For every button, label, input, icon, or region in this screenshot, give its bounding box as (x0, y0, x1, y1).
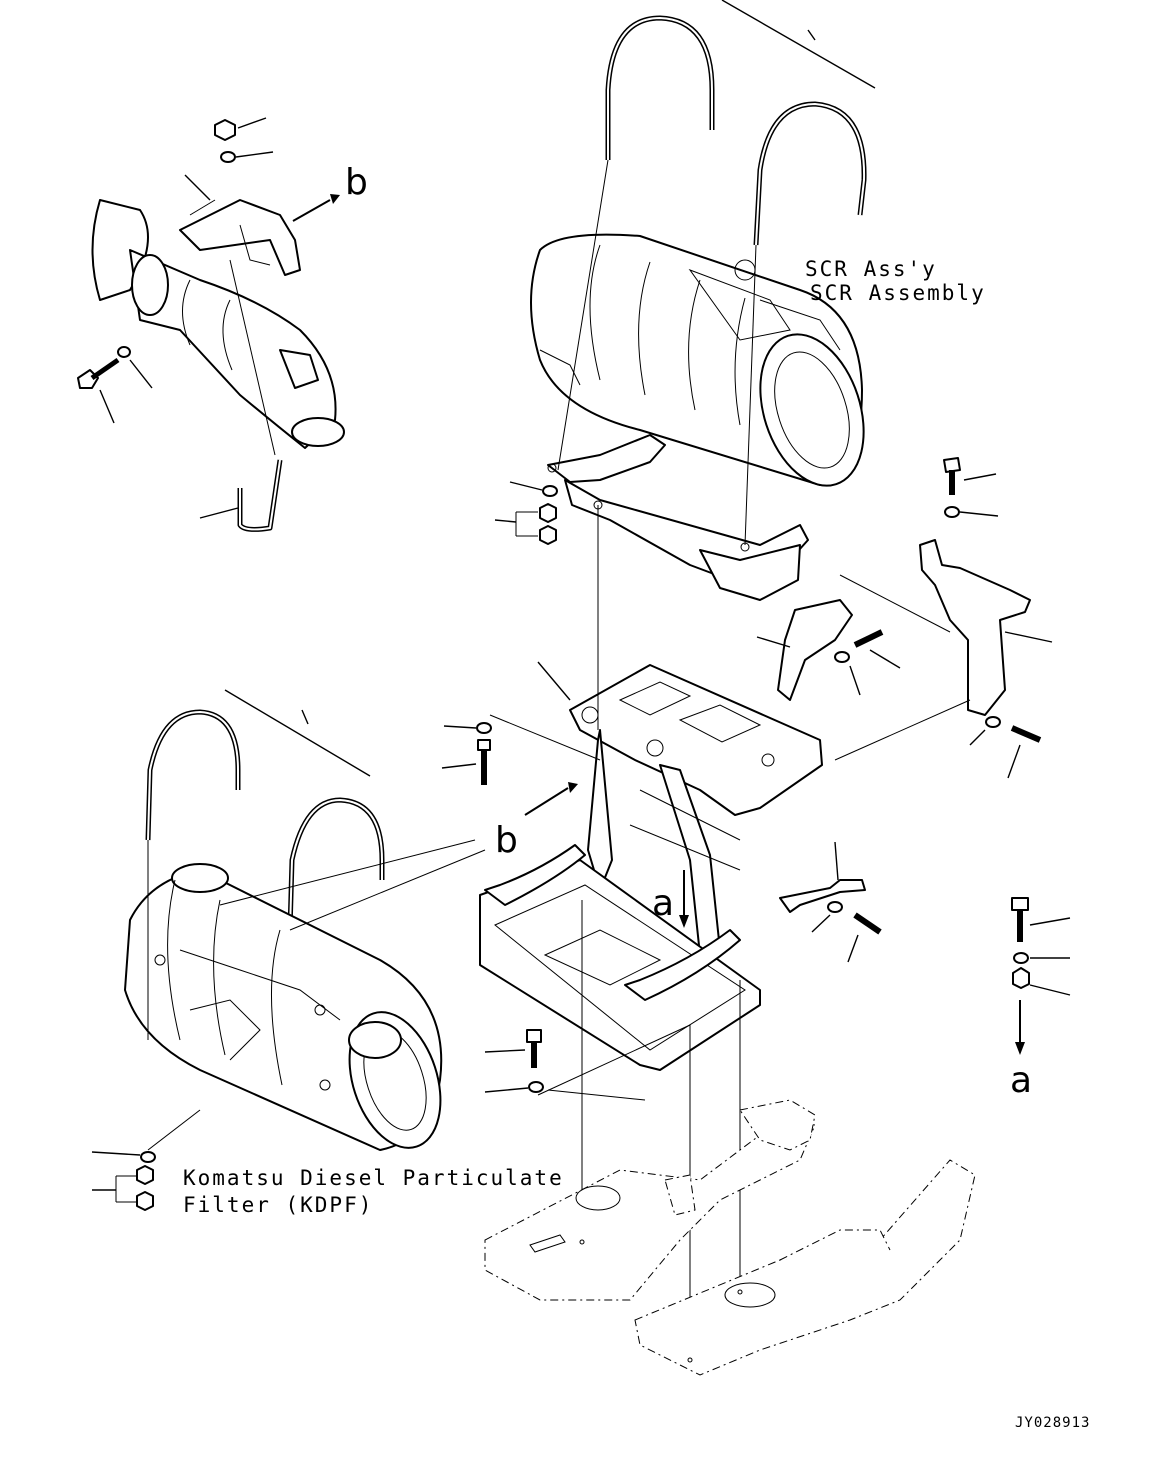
machine-frame-reference (484, 1099, 976, 1376)
view-arrow-b-top: b (292, 162, 368, 222)
outlet-pipe-assembly (91, 199, 345, 449)
view-marker-a-mid: a (652, 883, 674, 924)
kdpf-u-bolts (145, 689, 385, 931)
right-bolt-stack: a (1010, 897, 1071, 1101)
view-marker-b-mid: b (495, 820, 518, 861)
view-marker-b-top: b (345, 162, 368, 203)
view-marker-a-right: a (1010, 1060, 1032, 1101)
scr-label-line1: SCR Ass'y (805, 257, 937, 281)
view-arrow-b-mid: b (495, 782, 578, 861)
kdpf-hardware (91, 481, 558, 1211)
lower-tray (479, 844, 761, 1071)
scr-u-bolts (605, 0, 876, 246)
middle-left-hardware (441, 661, 601, 785)
scr-label-line2: SCR Assembly (810, 281, 986, 305)
kdpf-body (124, 863, 443, 1151)
kdpf-label-line2: Filter (KDPF) (183, 1193, 373, 1217)
scr-bracket (547, 434, 809, 601)
top-left-hardware (77, 117, 283, 532)
side-bracket (779, 841, 882, 963)
right-hardware (756, 457, 1053, 779)
drawing-code: JY028913 (1015, 1415, 1090, 1431)
scr-assembly (530, 233, 865, 487)
view-arrow-a-mid: a (652, 870, 689, 928)
mounting-frame (569, 664, 823, 956)
kdpf-label-line1: Komatsu Diesel Particulate (183, 1166, 564, 1190)
